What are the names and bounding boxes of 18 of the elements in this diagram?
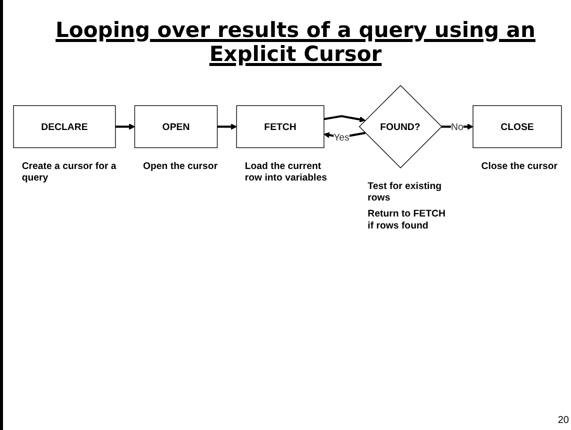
page-number: 20 (558, 415, 569, 426)
step-description: Open the cursor (143, 160, 219, 172)
step-description: Return to FETCH if rows found (368, 208, 446, 232)
node-box: DECLARE (13, 105, 116, 148)
arrow (324, 115, 366, 122)
node-box: FETCH (236, 105, 324, 148)
arrow (115, 124, 135, 130)
edge-label: Yes (334, 131, 350, 142)
step-description: Create a cursor for a query (22, 160, 118, 184)
node-box: OPEN (134, 105, 218, 148)
node-diamond: FOUND? (358, 85, 442, 168)
step-description: Load the current row into variables (244, 160, 328, 184)
step-description: Test for existing rows (368, 180, 443, 204)
arrow (217, 124, 237, 130)
edge-label: No (451, 120, 464, 132)
step-description: Close the cursor (481, 160, 558, 172)
node-box: CLOSE (472, 105, 562, 148)
slide-title: Looping over results of a query using an Explicit Cursor (54, 18, 536, 66)
